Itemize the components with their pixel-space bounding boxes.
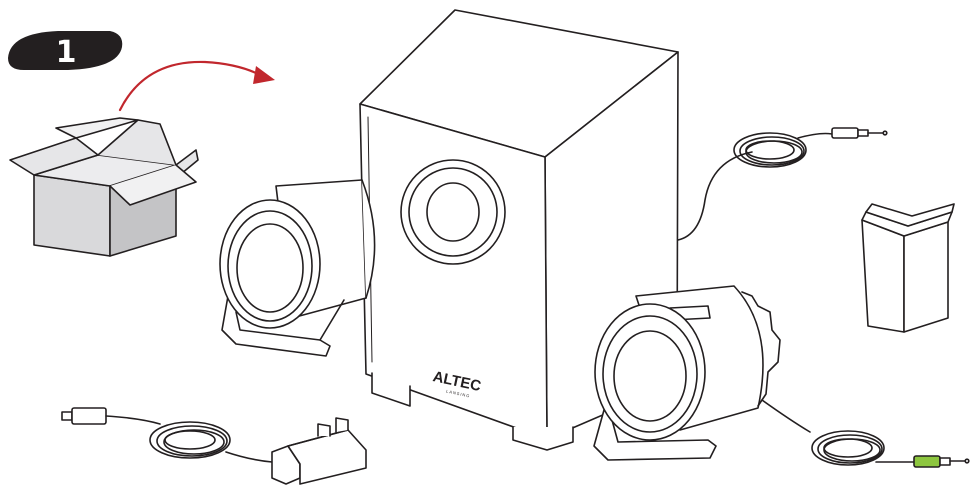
brand-sub: LANSING — [446, 389, 471, 399]
step-badge: 1 — [8, 31, 123, 70]
audio-cable-icon — [761, 399, 970, 468]
open-box-icon — [9, 117, 199, 257]
satellite-speaker-icon — [593, 285, 781, 461]
step-number: 1 — [56, 35, 77, 70]
audio-cable-icon — [677, 127, 888, 241]
power-adapter-icon — [61, 407, 367, 485]
subwoofer-icon: ALTEC LANSING — [359, 9, 679, 451]
red-arrow-icon — [118, 60, 275, 112]
satellite-speaker-icon — [219, 179, 376, 357]
manual-icon — [861, 203, 955, 333]
